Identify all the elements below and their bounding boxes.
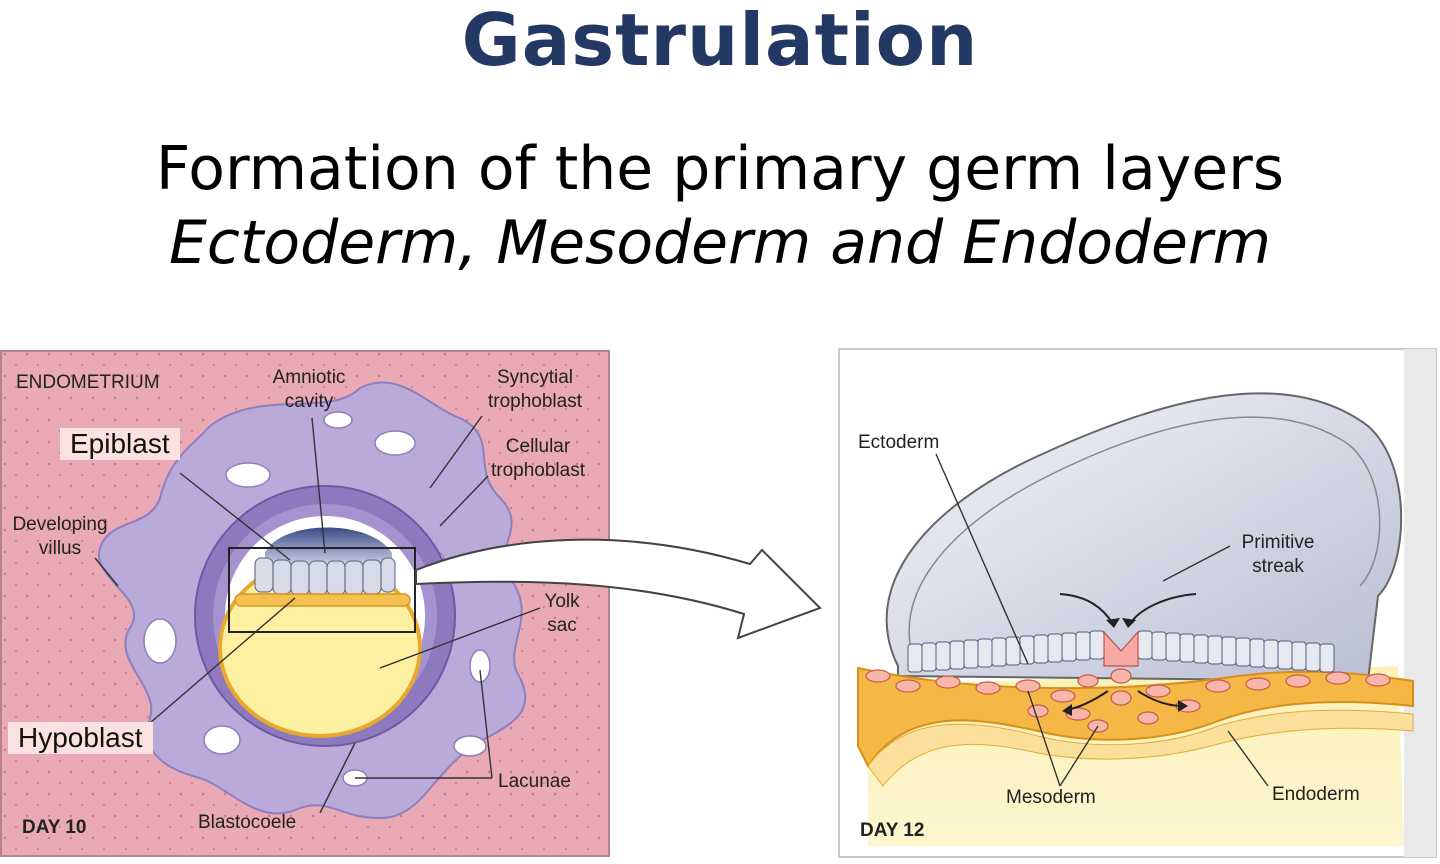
detail-box [228, 547, 416, 633]
label-day-10: DAY 10 [22, 817, 87, 838]
hypoblast-layer [234, 593, 411, 607]
label-hypoblast: Hypoblast [8, 722, 153, 754]
label-endometrium: ENDOMETRIUM [16, 372, 160, 393]
label-yolk-sac: Yolk sac [544, 591, 580, 636]
label-developing-villus: Developing villus [12, 514, 108, 559]
amnion-dome [885, 392, 1403, 683]
label-ectoderm: Ectoderm [858, 432, 940, 453]
slide-subtitle: Formation of the primary germ layers Ect… [0, 132, 1440, 280]
label-day-12: DAY 12 [860, 820, 925, 841]
label-syncytial-trophoblast: Syncytial trophoblast [487, 367, 582, 412]
day12-diagram [838, 348, 1437, 858]
primitive-streak-groove [1103, 630, 1139, 667]
label-endoderm: Endoderm [1272, 784, 1360, 805]
subtitle-line-1: Formation of the primary germ layers [155, 134, 1285, 204]
subtitle-line-2: Ectoderm, Mesoderm and Endoderm [168, 208, 1272, 278]
label-amniotic-cavity: Amniotic cavity [272, 367, 346, 412]
slide-title: Gastrulation [461, 0, 979, 82]
label-mesoderm: Mesoderm [1006, 787, 1096, 808]
label-cellular-trophoblast: Cellular trophoblast [490, 436, 585, 481]
label-lacunae: Lacunae [498, 771, 571, 792]
label-epiblast: Epiblast [60, 428, 180, 460]
epiblast-cells [254, 557, 396, 596]
mesoderm-cells [865, 668, 1391, 733]
label-primitive-streak: Primitive streak [1241, 532, 1315, 577]
ectoderm-cells [907, 630, 1335, 673]
label-blastocoele: Blastocoele [198, 812, 297, 833]
transition-arrow [415, 538, 822, 640]
